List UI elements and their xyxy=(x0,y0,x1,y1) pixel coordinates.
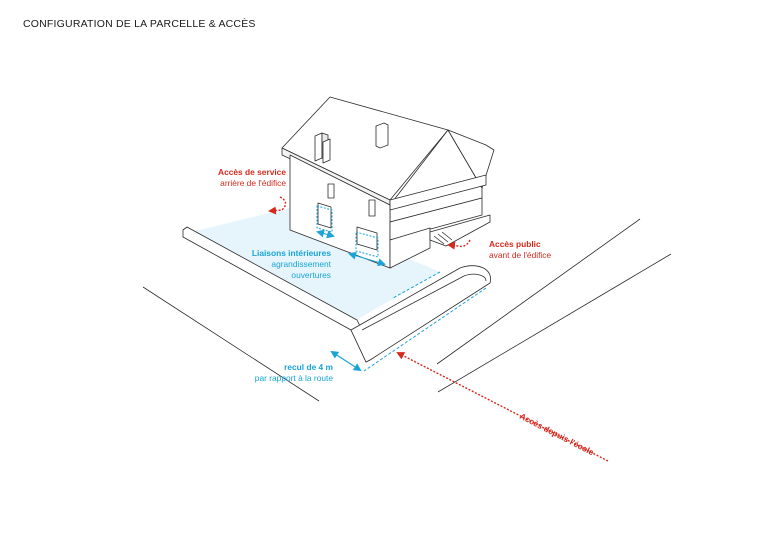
setback-arrow xyxy=(330,350,362,372)
public-access-subtitle: avant de l'édifice xyxy=(489,250,551,260)
setback-lines xyxy=(363,271,487,372)
school-access-label: Accès depuis l'école xyxy=(518,411,596,458)
sidewalk xyxy=(182,226,491,363)
opening-arrow-1 xyxy=(316,229,335,239)
liaisons-line2: ouvertures xyxy=(291,270,331,280)
openings-highlight xyxy=(316,205,379,258)
public-access-arrow xyxy=(447,239,471,250)
recul-title: recul de 4 m xyxy=(284,362,333,372)
recul-subtitle: par rapport à la route xyxy=(255,373,334,383)
service-access-title: Accès de service xyxy=(218,167,286,177)
opening-arrow-2 xyxy=(348,251,386,267)
parcel-zone xyxy=(187,208,440,320)
service-access-subtitle: arrière de l'édifice xyxy=(220,178,286,188)
liaisons-line1: agrandissement xyxy=(271,259,331,269)
public-access-title: Accès public xyxy=(489,239,541,249)
liaisons-title: Liaisons intérieures xyxy=(252,248,331,258)
road-lines xyxy=(142,218,672,402)
house xyxy=(281,96,495,269)
page-title: CONFIGURATION DE LA PARCELLE & ACCÈS xyxy=(23,18,256,30)
service-access-arrow xyxy=(268,196,287,215)
